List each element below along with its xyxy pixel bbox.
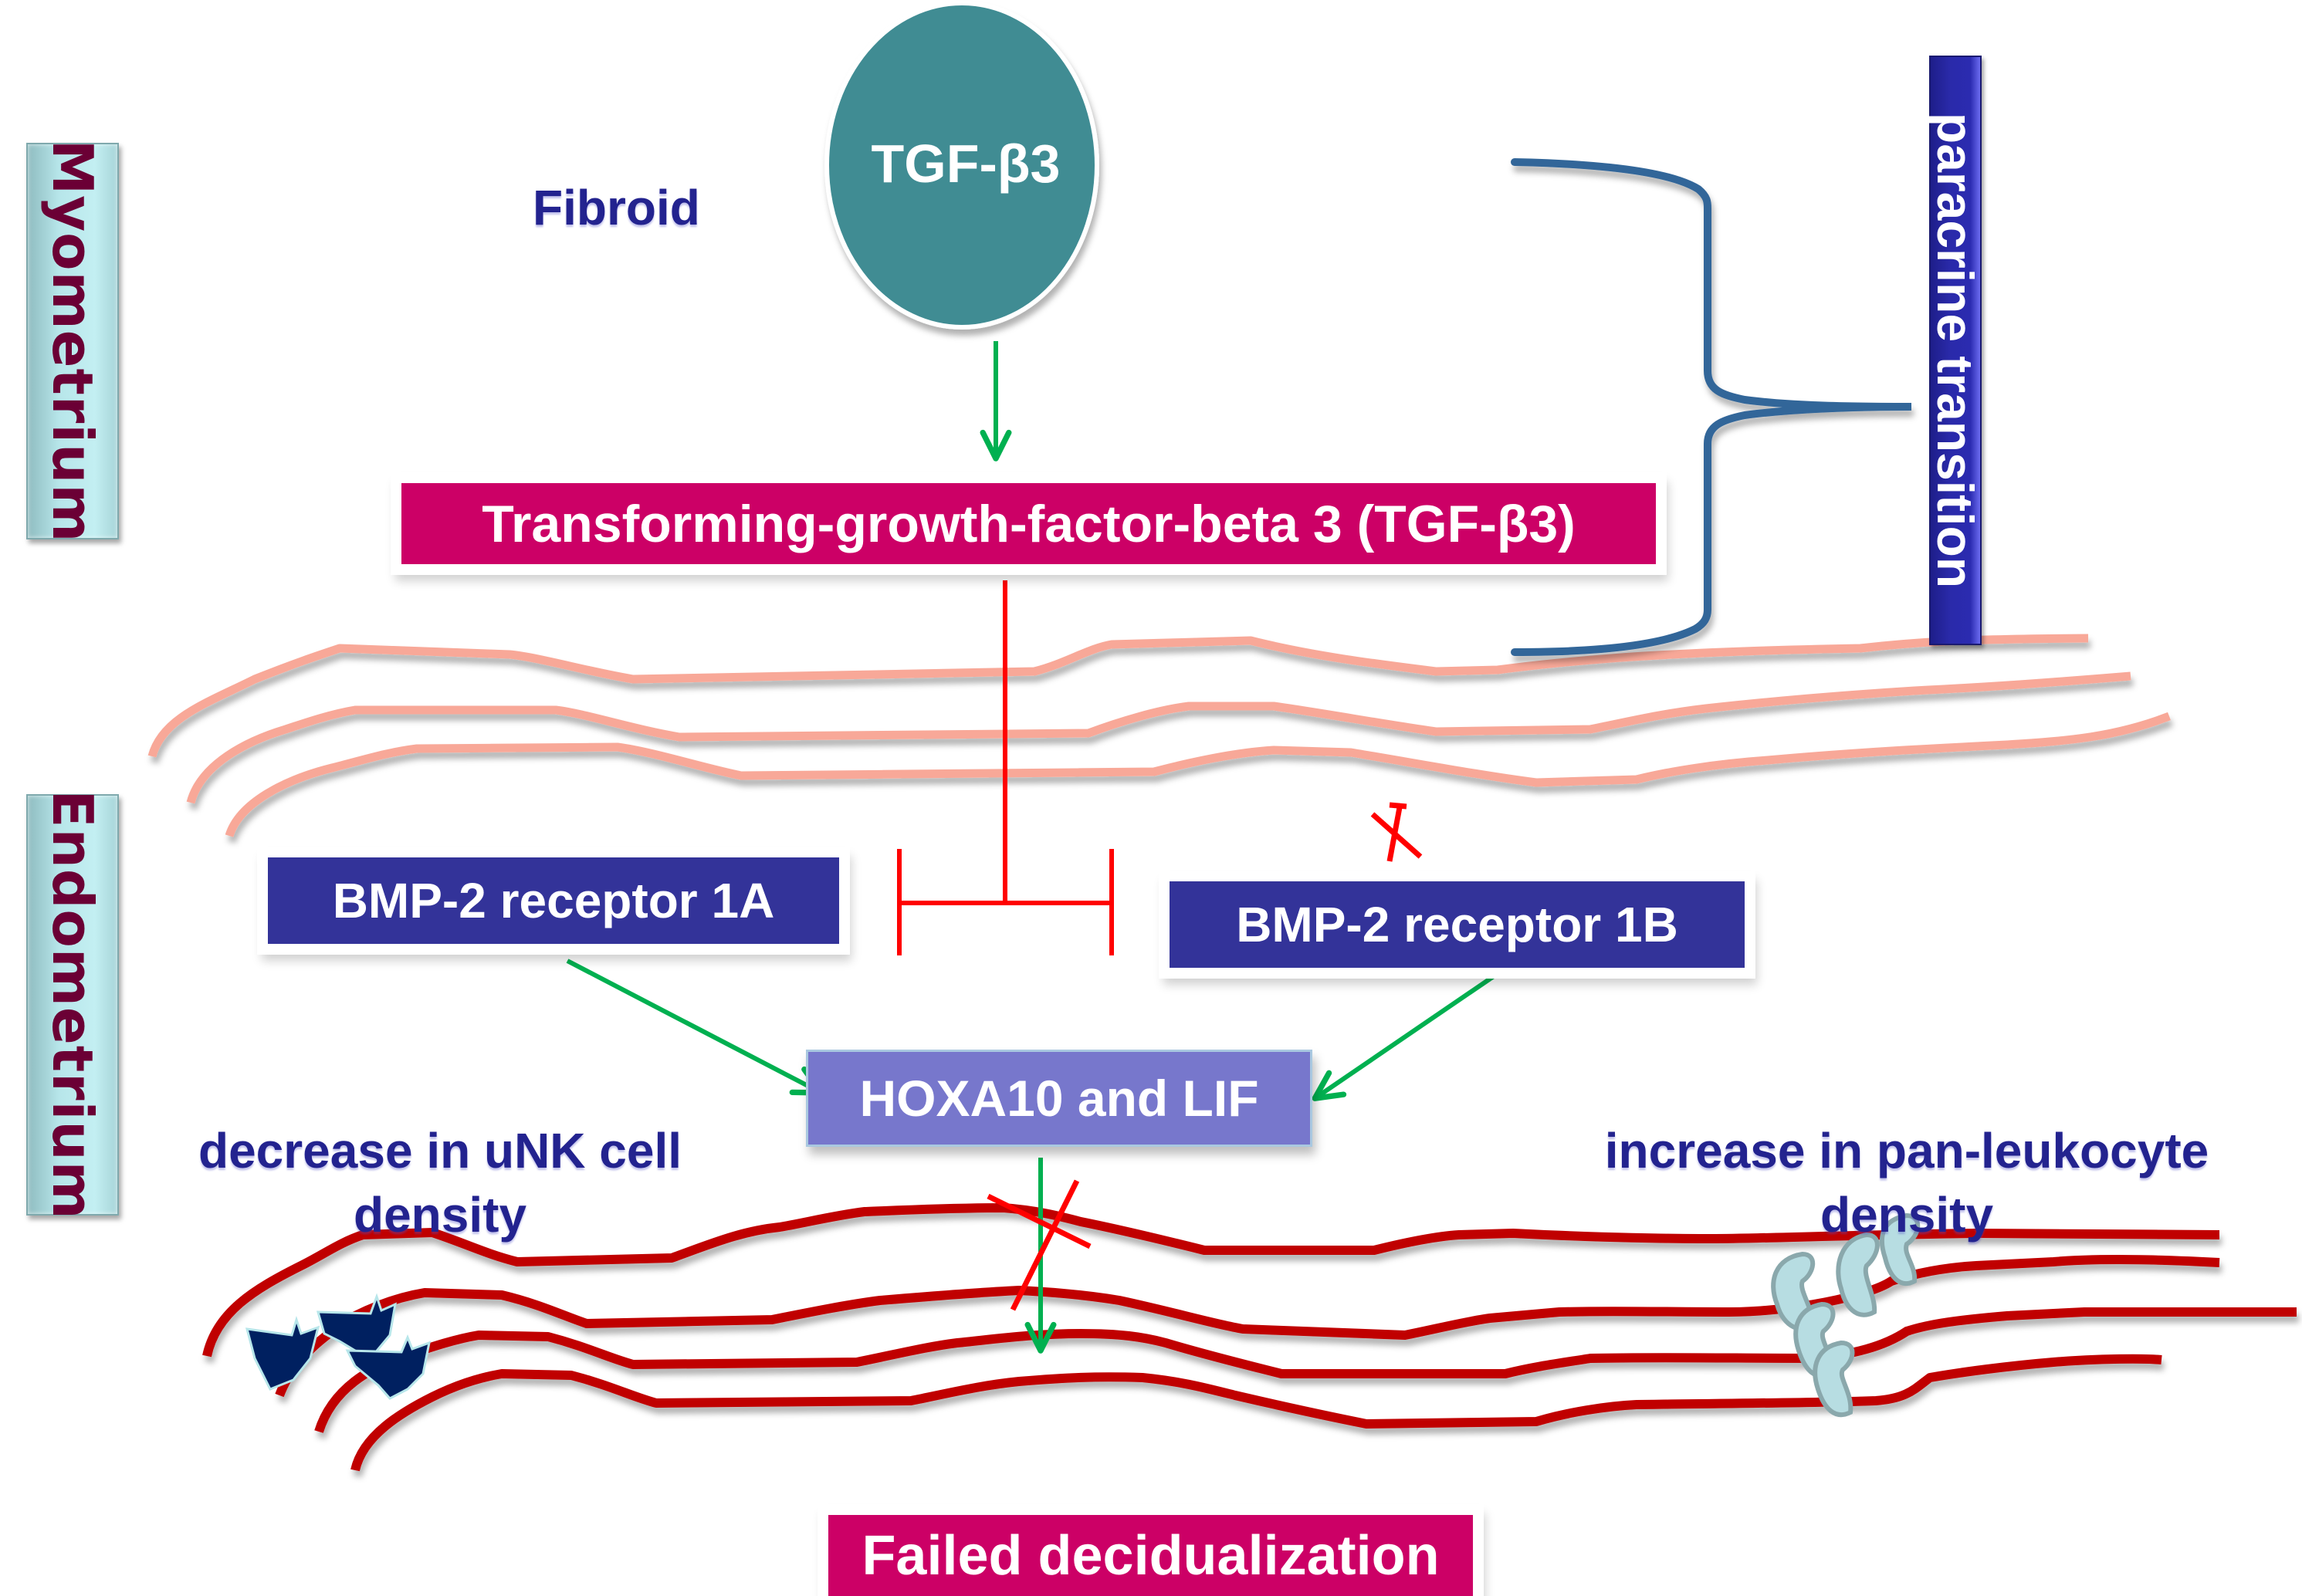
endometrium-fiber <box>202 1203 2220 1358</box>
unk-cell-icon <box>345 1334 431 1400</box>
myometrium-region-label: Myometrium <box>26 140 119 543</box>
paracrine-transition-label: paracrine transition <box>1927 56 1984 645</box>
unk-cell-icon <box>245 1316 320 1391</box>
unk-annotation-line-2: density <box>353 1187 527 1243</box>
myometrium-fiber <box>186 671 2131 804</box>
arrow-1a-to-hoxa <box>566 959 824 1096</box>
endometrium-fiber <box>350 1354 2162 1472</box>
myometrium-fiber <box>225 712 2171 837</box>
leukocyte-annotation-line-1: increase in pan-leukocyte <box>1604 1123 2209 1178</box>
unk-cell-icon <box>316 1293 397 1360</box>
bmp2-receptor-1b-label: BMP-2 receptor 1B <box>1236 897 1678 952</box>
tgf-b3-full-name-box: Transforming-growth-factor-beta 3 (TGF-β… <box>401 483 1656 564</box>
failed-decidualization-label: Failed decidualization <box>862 1524 1440 1587</box>
arrow-1b-to-hoxa <box>1312 974 1495 1101</box>
failed-decidualization-box: Failed decidualization <box>828 1515 1473 1596</box>
endometrium-fiber <box>314 1307 2297 1433</box>
tgf-b3-node-label: TGF-β3 <box>871 134 1061 194</box>
bmp2-receptor-1b-box: BMP-2 receptor 1B <box>1170 881 1745 968</box>
myometrium-fiber <box>147 634 2089 758</box>
tgf-b3-node-shape <box>824 1 1099 330</box>
inhibition-symbol <box>897 580 1114 955</box>
leukocyte-icon <box>1836 1232 1880 1317</box>
endometrium-label-text: Endometrium <box>40 790 105 1220</box>
bmp2-receptor-1a-label: BMP-2 receptor 1A <box>332 873 775 928</box>
leukocyte-annotation-line-2: density <box>1820 1187 1994 1243</box>
endometrium-region-label: Endometrium <box>26 790 119 1220</box>
unk-cells <box>245 1293 431 1400</box>
leukocytes <box>1771 1212 1921 1418</box>
fibroid-label: Fibroid <box>533 180 700 235</box>
myometrium-label-text: Myometrium <box>40 139 105 543</box>
hoxa10-lif-label: HOXA10 and LIF <box>859 1070 1259 1127</box>
endometrium-fiber <box>275 1255 2220 1398</box>
hoxa10-lif-box: HOXA10 and LIF <box>806 1050 1312 1147</box>
tgf-b3-full-name: Transforming-growth-factor-beta 3 (TGF-β… <box>482 494 1576 553</box>
leukocyte-icon <box>1879 1212 1921 1287</box>
block-cross-icon <box>987 1179 1092 1311</box>
leukocyte-density-annotation: increase in pan-leukocyte density <box>1544 1119 2270 1247</box>
bmp2-receptor-1a-box: BMP-2 receptor 1A <box>268 857 839 944</box>
paracrine-label-text: paracrine transition <box>1927 112 1984 589</box>
unk-annotation-line-1: decrease in uNK cell <box>198 1123 682 1178</box>
unk-density-annotation: decrease in uNK cell density <box>131 1119 749 1247</box>
block-cross-icon <box>1370 802 1423 862</box>
leukocyte-icon <box>1813 1340 1855 1418</box>
endometrium-tissue <box>202 1203 2297 1472</box>
paracrine-bracket <box>1511 158 1912 656</box>
myometrium-tissue <box>147 634 2171 837</box>
